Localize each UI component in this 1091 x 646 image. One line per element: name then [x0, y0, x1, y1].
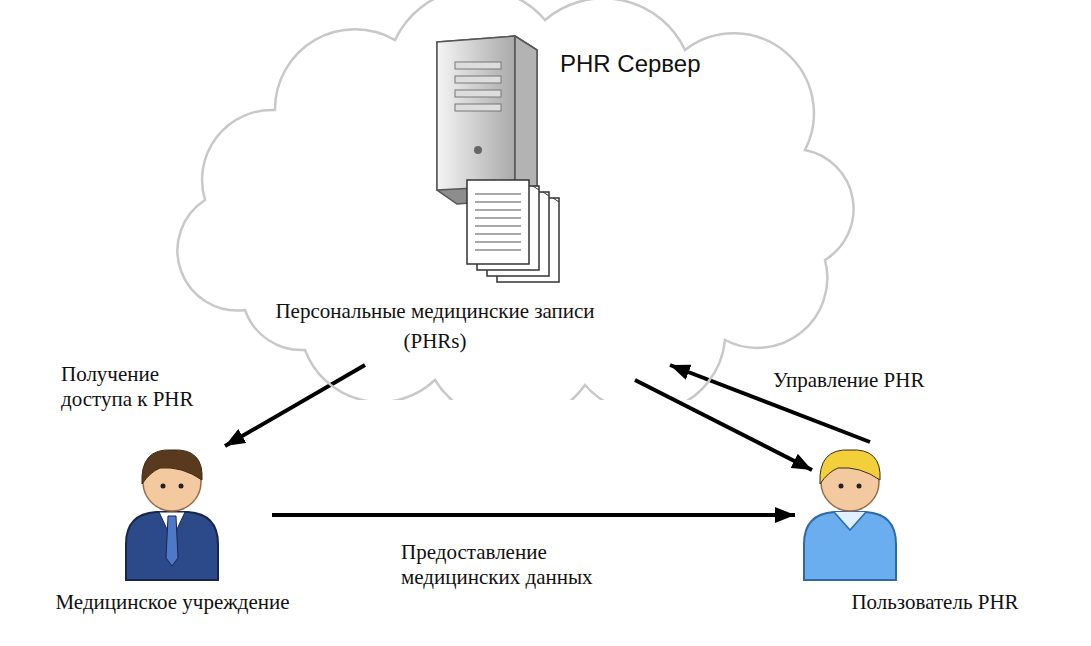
cloud-node: PHR СерверПерсональные медицинские запис…: [165, 0, 860, 400]
edge-label: Управление PHR: [770, 368, 927, 393]
actor-node: Пользователь PHR: [795, 440, 1075, 615]
documents-icon: [467, 180, 559, 282]
actor-label: Пользователь PHR: [795, 590, 1075, 615]
records-label: Персональные медицинские записи (PHRs): [260, 296, 610, 357]
person-icon: [15, 440, 330, 590]
cloud-shape: [177, 0, 853, 400]
cloud-outline: [165, 0, 860, 400]
server-label: PHR Сервер: [560, 50, 701, 78]
server-icon: [437, 36, 537, 204]
person-icon: [795, 440, 1075, 590]
arrow-connector: [225, 365, 365, 446]
actor-node: Медицинское учреждение: [15, 440, 330, 615]
actor-label: Медицинское учреждение: [15, 590, 330, 615]
edge-label: Предоставление медицинских данных: [398, 540, 619, 590]
edge-label: Получение доступа к PHR: [58, 362, 214, 412]
arrow-connector: [635, 380, 812, 470]
arrow-connector: [272, 513, 795, 517]
